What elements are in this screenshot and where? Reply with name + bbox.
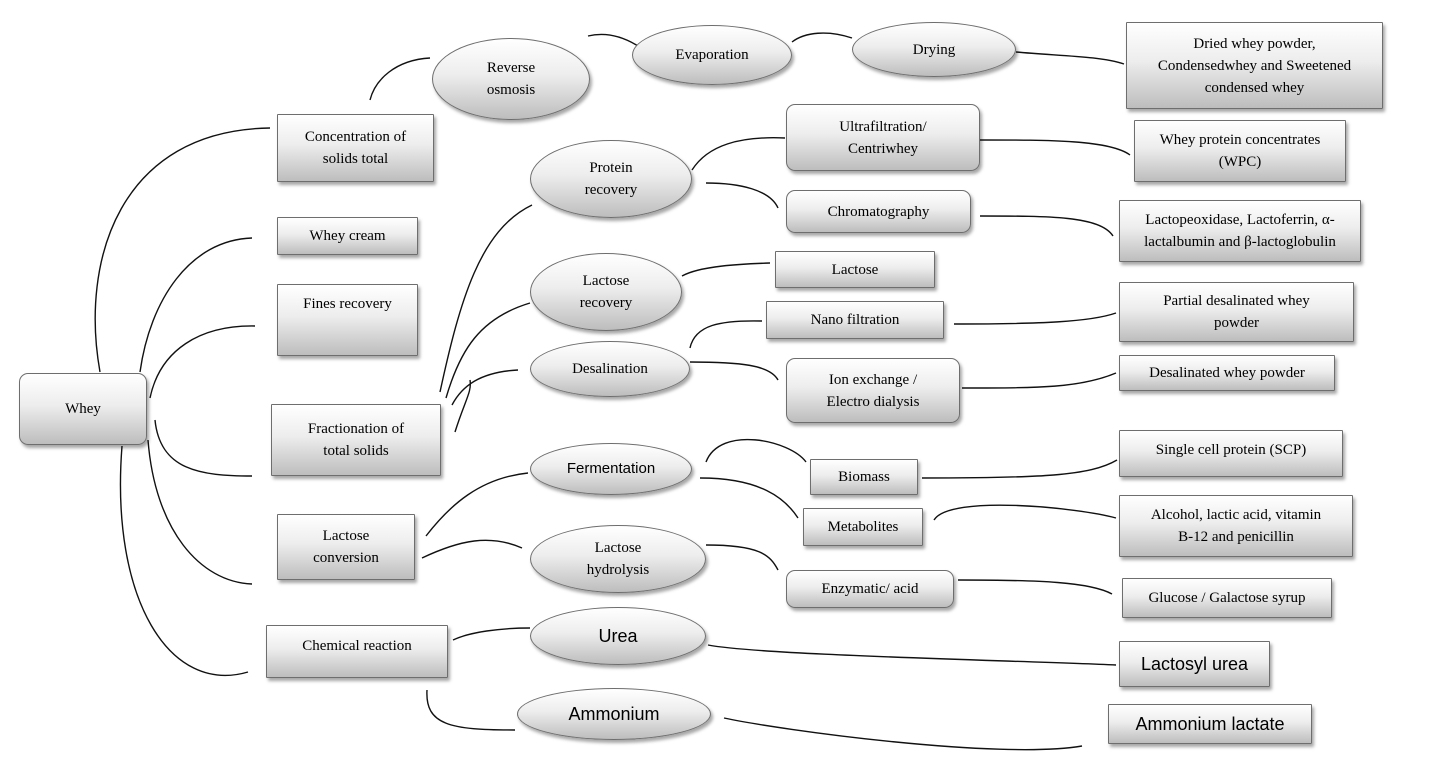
- link-ro-evaporation: [587, 33, 639, 47]
- link-protein-ultra: [691, 137, 786, 171]
- link-evaporation-drying: [791, 32, 853, 43]
- whey-node: Whey: [19, 373, 147, 445]
- link-chem-ammonium: [426, 689, 516, 731]
- lactose-recovery-node: Lactose recovery: [530, 253, 682, 331]
- link-lactoserec-lactose: [681, 262, 771, 277]
- fractionation-node: Fractionation of total solids: [271, 404, 441, 476]
- link-urea-lactosyl: [707, 644, 1117, 666]
- wpc-node: Whey protein concentrates (WPC): [1134, 120, 1346, 182]
- nano-filtration-node: Nano filtration: [766, 301, 944, 339]
- link-desal-nano: [689, 320, 763, 349]
- ammonium-node: Ammonium: [517, 688, 711, 740]
- fines-recovery-node: Fines recovery: [277, 284, 418, 356]
- ammonium-lactate-node: Ammonium lactate: [1108, 704, 1312, 744]
- link-fract-desal2: [454, 379, 472, 433]
- link-lc-hydrolysis: [421, 539, 523, 559]
- evaporation-node: Evaporation: [632, 25, 792, 85]
- dried-whey-node: Dried whey powder, Condensedwhey and Swe…: [1126, 22, 1383, 109]
- link-nano-partial: [953, 312, 1117, 325]
- link-ion-desal: [961, 372, 1117, 389]
- urea-node: Urea: [530, 607, 706, 665]
- link-ferm-metab: [699, 477, 799, 519]
- enzymatic-acid-node: Enzymatic/ acid: [786, 570, 954, 608]
- link-metab-alcohol: [933, 504, 1117, 521]
- ultrafiltration-node: Ultrafiltration/ Centriwhey: [786, 104, 980, 171]
- link-whey-chemical: [119, 445, 249, 677]
- lactosyl-urea-node: Lactosyl urea: [1119, 641, 1270, 687]
- link-chrom-lacto: [979, 215, 1114, 237]
- chromatography-node: Chromatography: [786, 190, 971, 233]
- lactoperoxidase-node: Lactopeoxidase, Lactoferrin, α- lactalbu…: [1119, 200, 1361, 262]
- link-ammonium-lactate: [723, 717, 1083, 751]
- partial-desalinated-node: Partial desalinated whey powder: [1119, 282, 1354, 342]
- link-biomass-scp: [921, 459, 1118, 479]
- link-enz-glucose: [957, 579, 1113, 595]
- scp-node: Single cell protein (SCP): [1119, 430, 1343, 477]
- biomass-node: Biomass: [810, 459, 918, 495]
- link-whey-concentration: [94, 127, 271, 373]
- link-desal-ion: [689, 361, 779, 381]
- fermentation-node: Fermentation: [530, 443, 692, 495]
- link-concentration-ro: [369, 57, 431, 101]
- whey-cream-node: Whey cream: [277, 217, 418, 255]
- ion-exchange-node: Ion exchange / Electro dialysis: [786, 358, 960, 423]
- protein-recovery-node: Protein recovery: [530, 140, 692, 218]
- link-hydro-enzymatic: [705, 544, 779, 571]
- link-whey-fractionation: [154, 419, 253, 477]
- metabolites-node: Metabolites: [803, 508, 923, 546]
- reverse-osmosis-node: Reverse osmosis: [432, 38, 590, 120]
- glucose-syrup-node: Glucose / Galactose syrup: [1122, 578, 1332, 618]
- link-ferm-biomass: [705, 438, 807, 463]
- link-whey-fines: [149, 325, 256, 399]
- link-fract-lactose: [445, 302, 531, 399]
- link-lc-fermentation: [425, 472, 529, 537]
- link-whey-cream: [139, 237, 253, 373]
- lactose-hydrolysis-node: Lactose hydrolysis: [530, 525, 706, 593]
- link-chem-urea: [452, 627, 531, 641]
- link-fract-protein: [439, 204, 533, 393]
- lactose-node: Lactose: [775, 251, 935, 288]
- lactose-conversion-node: Lactose conversion: [277, 514, 415, 580]
- alcohol-lactic-node: Alcohol, lactic acid, vitamin B-12 and p…: [1119, 495, 1353, 557]
- link-ultra-wpc: [979, 139, 1131, 156]
- link-whey-lactose-conversion: [147, 439, 253, 585]
- link-protein-chrom: [705, 182, 779, 209]
- drying-node: Drying: [852, 22, 1016, 77]
- chemical-reaction-node: Chemical reaction: [266, 625, 448, 678]
- link-drying-dried: [1015, 51, 1125, 65]
- link-fract-desal: [451, 369, 519, 406]
- concentration-node: Concentration of solids total: [277, 114, 434, 182]
- desalination-node: Desalination: [530, 341, 690, 397]
- desalinated-whey-node: Desalinated whey powder: [1119, 355, 1335, 391]
